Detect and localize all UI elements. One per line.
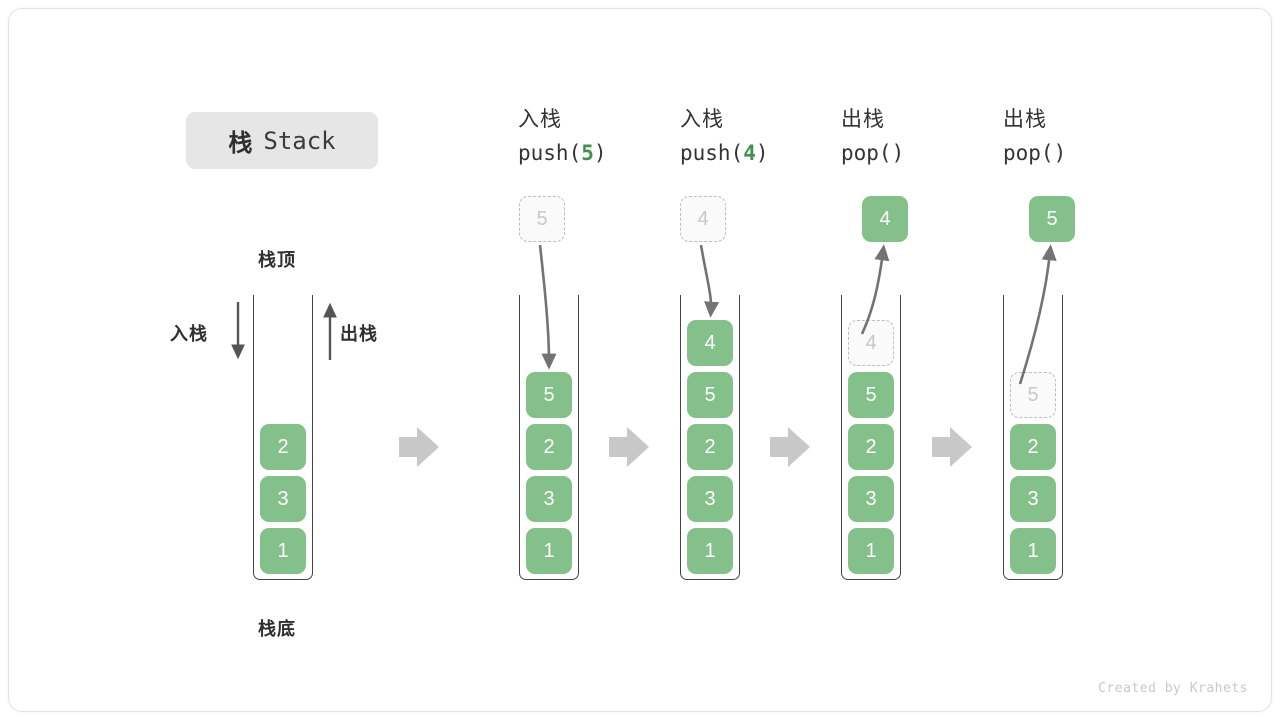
stage-header-cn: 入栈 — [518, 108, 562, 131]
stage-header-push-5: 入栈 push(5) — [518, 106, 607, 168]
floating-cell: 4 — [680, 196, 726, 242]
footer-credit: Created by Krahets — [1098, 681, 1248, 696]
stage-header-code: pop() — [841, 139, 904, 167]
stack-container-push-4 — [680, 295, 740, 580]
stack-cell: 2 — [848, 424, 894, 470]
code-prefix: pop( — [841, 141, 892, 166]
ghost-cell: 4 — [848, 320, 894, 366]
stack-cell: 2 — [526, 424, 572, 470]
stack-cell: 4 — [687, 320, 733, 366]
stack-cell: 1 — [1010, 528, 1056, 574]
stage-header-code: push(5) — [518, 139, 607, 167]
code-prefix: pop( — [1003, 141, 1054, 166]
stage-header-code: pop() — [1003, 139, 1066, 167]
stage-header-code: push(4) — [680, 139, 769, 167]
stack-cell: 1 — [848, 528, 894, 574]
title-badge-en: Stack — [263, 126, 336, 155]
stage-header-cn: 出栈 — [1003, 108, 1047, 131]
code-prefix: push( — [518, 141, 582, 166]
stack-cell: 1 — [260, 528, 306, 574]
stack-cell: 3 — [687, 476, 733, 522]
stack-cell: 3 — [526, 476, 572, 522]
code-arg: 5 — [581, 141, 594, 166]
pop-side-label: 出栈 — [340, 324, 378, 344]
floating-cell: 5 — [1029, 196, 1075, 242]
stage-header-pop-4: 出栈 pop() — [841, 106, 904, 168]
stack-container-push-5 — [519, 295, 579, 580]
ghost-cell: 5 — [1010, 372, 1056, 418]
code-arg: 4 — [743, 141, 756, 166]
stack-cell: 3 — [1010, 476, 1056, 522]
stack-cell: 2 — [687, 424, 733, 470]
stack-bottom-label: 栈底 — [258, 619, 296, 639]
stack-container-pop-5 — [1003, 295, 1063, 580]
code-suffix: ) — [891, 141, 905, 166]
stack-cell: 3 — [260, 476, 306, 522]
stack-cell: 5 — [687, 372, 733, 418]
stack-cell: 5 — [526, 372, 572, 418]
floating-cell: 5 — [519, 196, 565, 242]
stack-cell: 1 — [687, 528, 733, 574]
push-side-label: 入栈 — [170, 324, 208, 344]
floating-cell: 4 — [862, 196, 908, 242]
stage-header-pop-5: 出栈 pop() — [1003, 106, 1066, 168]
stack-container-initial — [253, 295, 313, 580]
stack-cell: 3 — [848, 476, 894, 522]
stack-cell: 5 — [848, 372, 894, 418]
stack-top-label: 栈顶 — [258, 250, 296, 270]
stack-cell: 2 — [1010, 424, 1056, 470]
code-suffix: ) — [593, 141, 607, 166]
stage-header-cn: 出栈 — [841, 108, 885, 131]
code-suffix: ) — [1053, 141, 1067, 166]
stack-container-pop-4 — [841, 295, 901, 580]
code-suffix: ) — [755, 141, 769, 166]
stack-cell: 1 — [526, 528, 572, 574]
code-prefix: push( — [680, 141, 744, 166]
stack-cell: 2 — [260, 424, 306, 470]
stage-header-push-4: 入栈 push(4) — [680, 106, 769, 168]
stage-header-cn: 入栈 — [680, 108, 724, 131]
title-badge-cn: 栈 — [228, 130, 254, 157]
title-badge: 栈 Stack — [186, 112, 378, 169]
